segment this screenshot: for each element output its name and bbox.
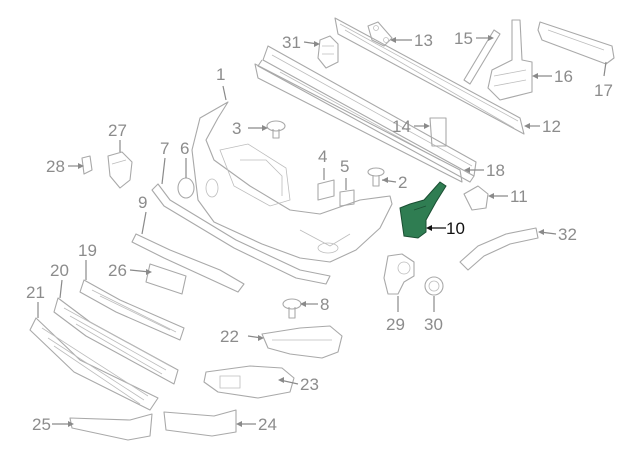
part-26-bracket (145, 263, 187, 295)
part-19-grille (79, 279, 185, 341)
callout-10[interactable]: 10 (446, 219, 465, 238)
part-28-clip (81, 155, 93, 175)
callout-20[interactable]: 20 (50, 261, 69, 280)
leader-20 (59, 279, 63, 299)
leader-17 (603, 61, 607, 77)
callout-21[interactable]: 21 (26, 283, 45, 302)
callout-18[interactable]: 18 (486, 161, 505, 180)
part-1-bumper-cover (191, 101, 393, 263)
callout-9[interactable]: 9 (138, 193, 147, 212)
callout-14[interactable]: 14 (392, 117, 411, 136)
callout-27[interactable]: 27 (108, 121, 127, 140)
callout-22[interactable]: 22 (220, 327, 239, 346)
part-7-strip (151, 183, 331, 285)
part-10-highlighted-bracket (399, 181, 447, 239)
callout-32[interactable]: 32 (558, 225, 577, 244)
part-16-holder (487, 19, 533, 101)
leader-9 (141, 211, 147, 235)
part-31-clip (317, 35, 339, 69)
part-12-bumper-absorber (257, 17, 525, 183)
callout-13[interactable]: 13 (414, 31, 433, 50)
callout-19[interactable]: 19 (78, 241, 97, 260)
callout-28[interactable]: 28 (46, 157, 65, 176)
callout-12[interactable]: 12 (542, 117, 561, 136)
callout-8[interactable]: 8 (320, 295, 329, 314)
part-6-cap (177, 177, 195, 199)
callout-1[interactable]: 1 (216, 65, 225, 84)
part-8-clip (282, 298, 302, 319)
part-25-trim (69, 413, 153, 441)
callout-2[interactable]: 2 (398, 173, 407, 192)
part-23-grille (203, 365, 295, 399)
part-24-trim (163, 409, 237, 437)
callout-29[interactable]: 29 (386, 315, 405, 334)
callout-23[interactable]: 23 (300, 375, 319, 394)
part-9-strip (131, 233, 245, 293)
callout-25[interactable]: 25 (32, 415, 51, 434)
part-2-screw (367, 167, 385, 187)
part-27-sensor (107, 151, 133, 189)
part-17-strip (537, 21, 615, 65)
callout-31[interactable]: 31 (282, 33, 301, 52)
part-4-cover (317, 179, 335, 201)
leader-7 (161, 157, 166, 185)
part-5-cover (339, 189, 355, 207)
callout-6[interactable]: 6 (180, 139, 189, 158)
callout-3[interactable]: 3 (232, 119, 241, 138)
part-18-carrier (254, 63, 463, 183)
callout-17[interactable]: 17 (594, 81, 613, 100)
part-11-clip (463, 185, 489, 211)
part-29-sensor (383, 253, 415, 295)
part-15-bracket (463, 29, 501, 85)
part-32-arch-trim (459, 227, 539, 271)
part-30-ring (424, 276, 444, 296)
callout-4[interactable]: 4 (318, 147, 327, 166)
callout-15[interactable]: 15 (454, 29, 473, 48)
callout-24[interactable]: 24 (258, 415, 277, 434)
part-22-guide (261, 325, 343, 359)
callout-11[interactable]: 11 (510, 187, 528, 206)
part-20-grille (53, 297, 179, 385)
leader-1 (222, 85, 227, 101)
callout-30[interactable]: 30 (424, 315, 443, 334)
part-3-clip (266, 120, 286, 139)
callout-26[interactable]: 26 (108, 261, 127, 280)
callout-7[interactable]: 7 (160, 139, 169, 158)
callout-16[interactable]: 16 (554, 67, 573, 86)
part-13-bracket (367, 21, 393, 47)
part-14-bracket (429, 117, 447, 147)
part-21-grille (29, 317, 159, 411)
callout-5[interactable]: 5 (340, 157, 349, 176)
